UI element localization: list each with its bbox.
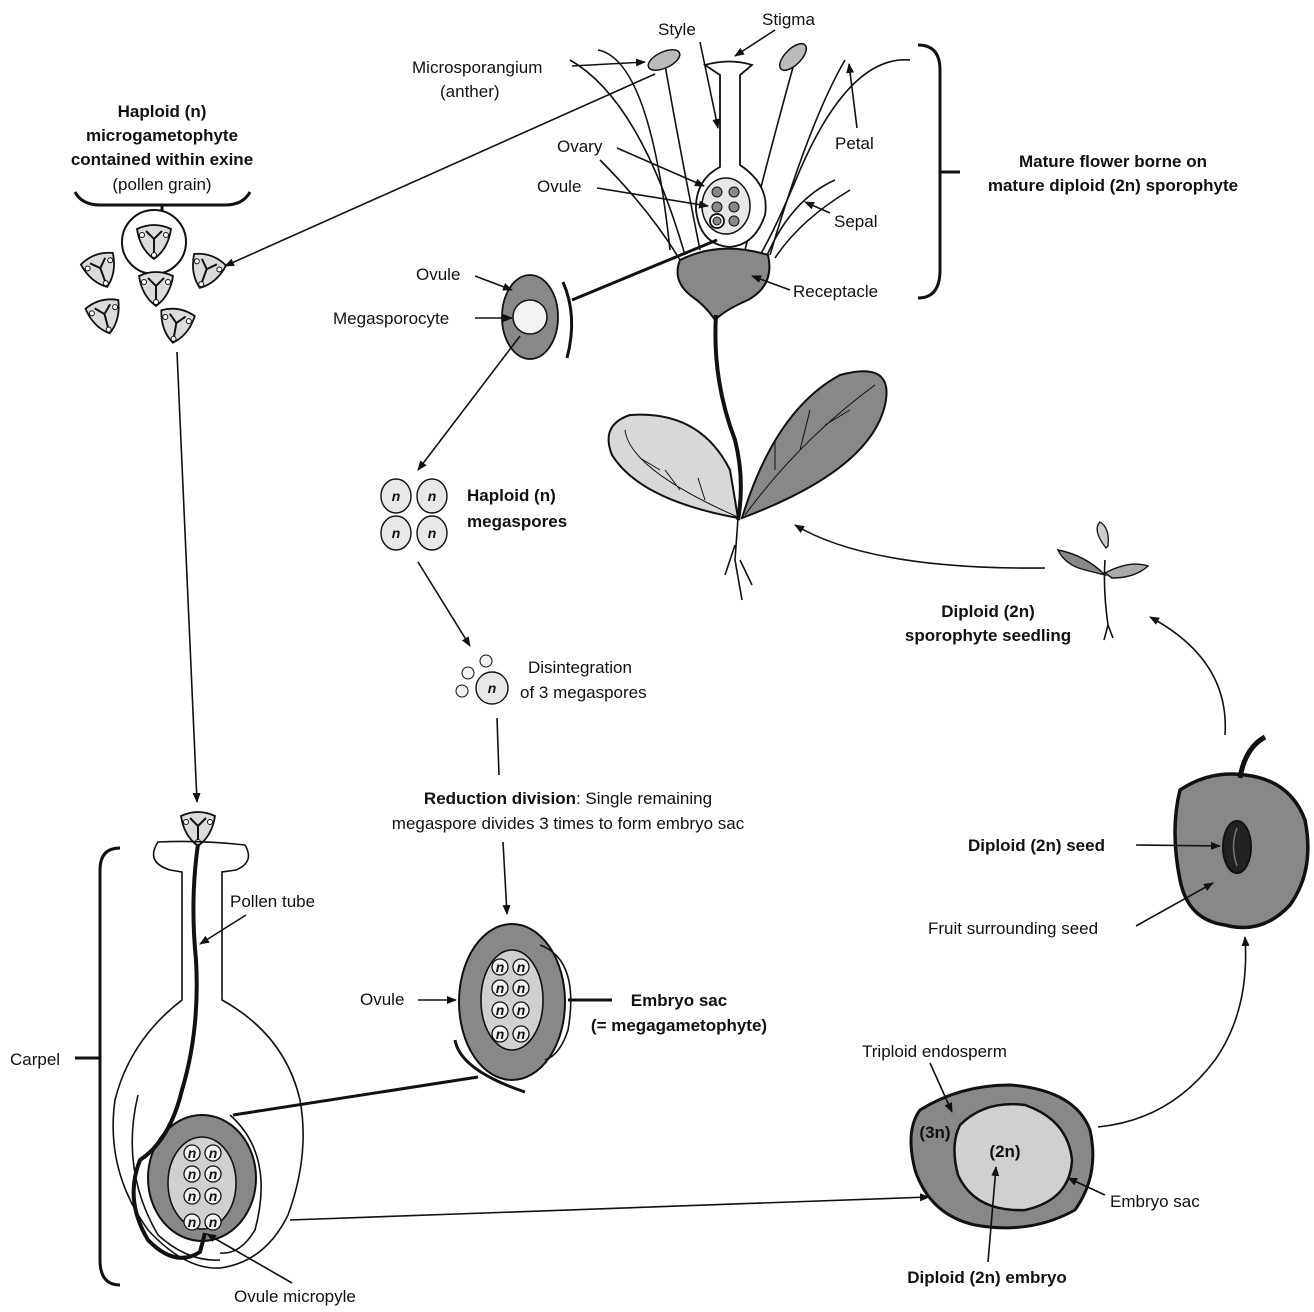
pollen-grains <box>80 210 228 346</box>
stigma-label: Stigma <box>762 10 815 29</box>
megaspores: n n n n <box>381 479 447 550</box>
pollen-label-1: Haploid (n) <box>118 102 207 121</box>
embryo-sac-ovule <box>455 924 571 1092</box>
embryo-sac-label-2: (= megagametophyte) <box>591 1016 767 1035</box>
megaspores-label-1: Haploid (n) <box>467 486 556 505</box>
seedling-label-1: Diploid (2n) <box>941 602 1034 621</box>
anther-label: (anther) <box>440 82 500 101</box>
sepal-label: Sepal <box>834 212 877 231</box>
microsporangium-label: Microsporangium <box>412 58 542 77</box>
embryo-sac-label-seed: Embryo sac <box>1110 1192 1200 1211</box>
disintegrating-megaspores: n <box>456 655 508 704</box>
style-label: Style <box>658 20 696 39</box>
two-n-label: (2n) <box>989 1142 1020 1161</box>
megaspores-label-2: megaspores <box>467 512 567 531</box>
fruit-label: Fruit surrounding seed <box>928 919 1098 938</box>
mature-flower-label-1: Mature flower borne on <box>1019 152 1207 171</box>
mature-flower <box>570 39 960 600</box>
disintegration-label-2: of 3 megaspores <box>520 683 647 702</box>
ovule-label-flower: Ovule <box>537 177 581 196</box>
svg-text:n: n <box>488 680 497 696</box>
mature-flower-label-2: mature diploid (2n) sporophyte <box>988 176 1238 195</box>
svg-text:n: n <box>392 525 401 541</box>
megasporocyte-label: Megasporocyte <box>333 309 449 328</box>
reduction-label-2: megaspore divides 3 times to form embryo… <box>392 814 745 833</box>
carpel-label: Carpel <box>10 1050 60 1069</box>
receptacle-label: Receptacle <box>793 282 878 301</box>
diploid-embryo-label: Diploid (2n) embryo <box>907 1268 1067 1287</box>
reduction-label-1: Reduction division: Single remaining <box>424 789 712 808</box>
petal-label: Petal <box>835 134 874 153</box>
svg-text:n: n <box>428 525 437 541</box>
ovule-label-megasporocyte: Ovule <box>416 265 460 284</box>
ovary-label: Ovary <box>557 137 603 156</box>
micropyle-label: Ovule micropyle <box>234 1287 356 1306</box>
svg-text:n: n <box>392 488 401 504</box>
ovule-label-embryo-sac: Ovule <box>360 990 404 1009</box>
pollen-tube-label: Pollen tube <box>230 892 315 911</box>
pollen-label-2: microgametophyte <box>86 126 238 145</box>
seedling <box>1058 522 1148 640</box>
seed-label: Diploid (2n) seed <box>968 836 1105 855</box>
fruit-with-seed <box>1175 737 1308 928</box>
three-n-label: (3n) <box>919 1123 950 1142</box>
disintegration-label-1: Disintegration <box>528 658 632 677</box>
carpel <box>75 812 303 1285</box>
pollen-label-4: (pollen grain) <box>112 175 211 194</box>
pollen-label-3: contained within exine <box>71 150 253 169</box>
seedling-label-2: sporophyte seedling <box>905 626 1071 645</box>
embryo-sac-label-1: Embryo sac <box>631 991 727 1010</box>
triploid-endosperm-label: Triploid endosperm <box>862 1042 1007 1061</box>
svg-text:n: n <box>428 488 437 504</box>
